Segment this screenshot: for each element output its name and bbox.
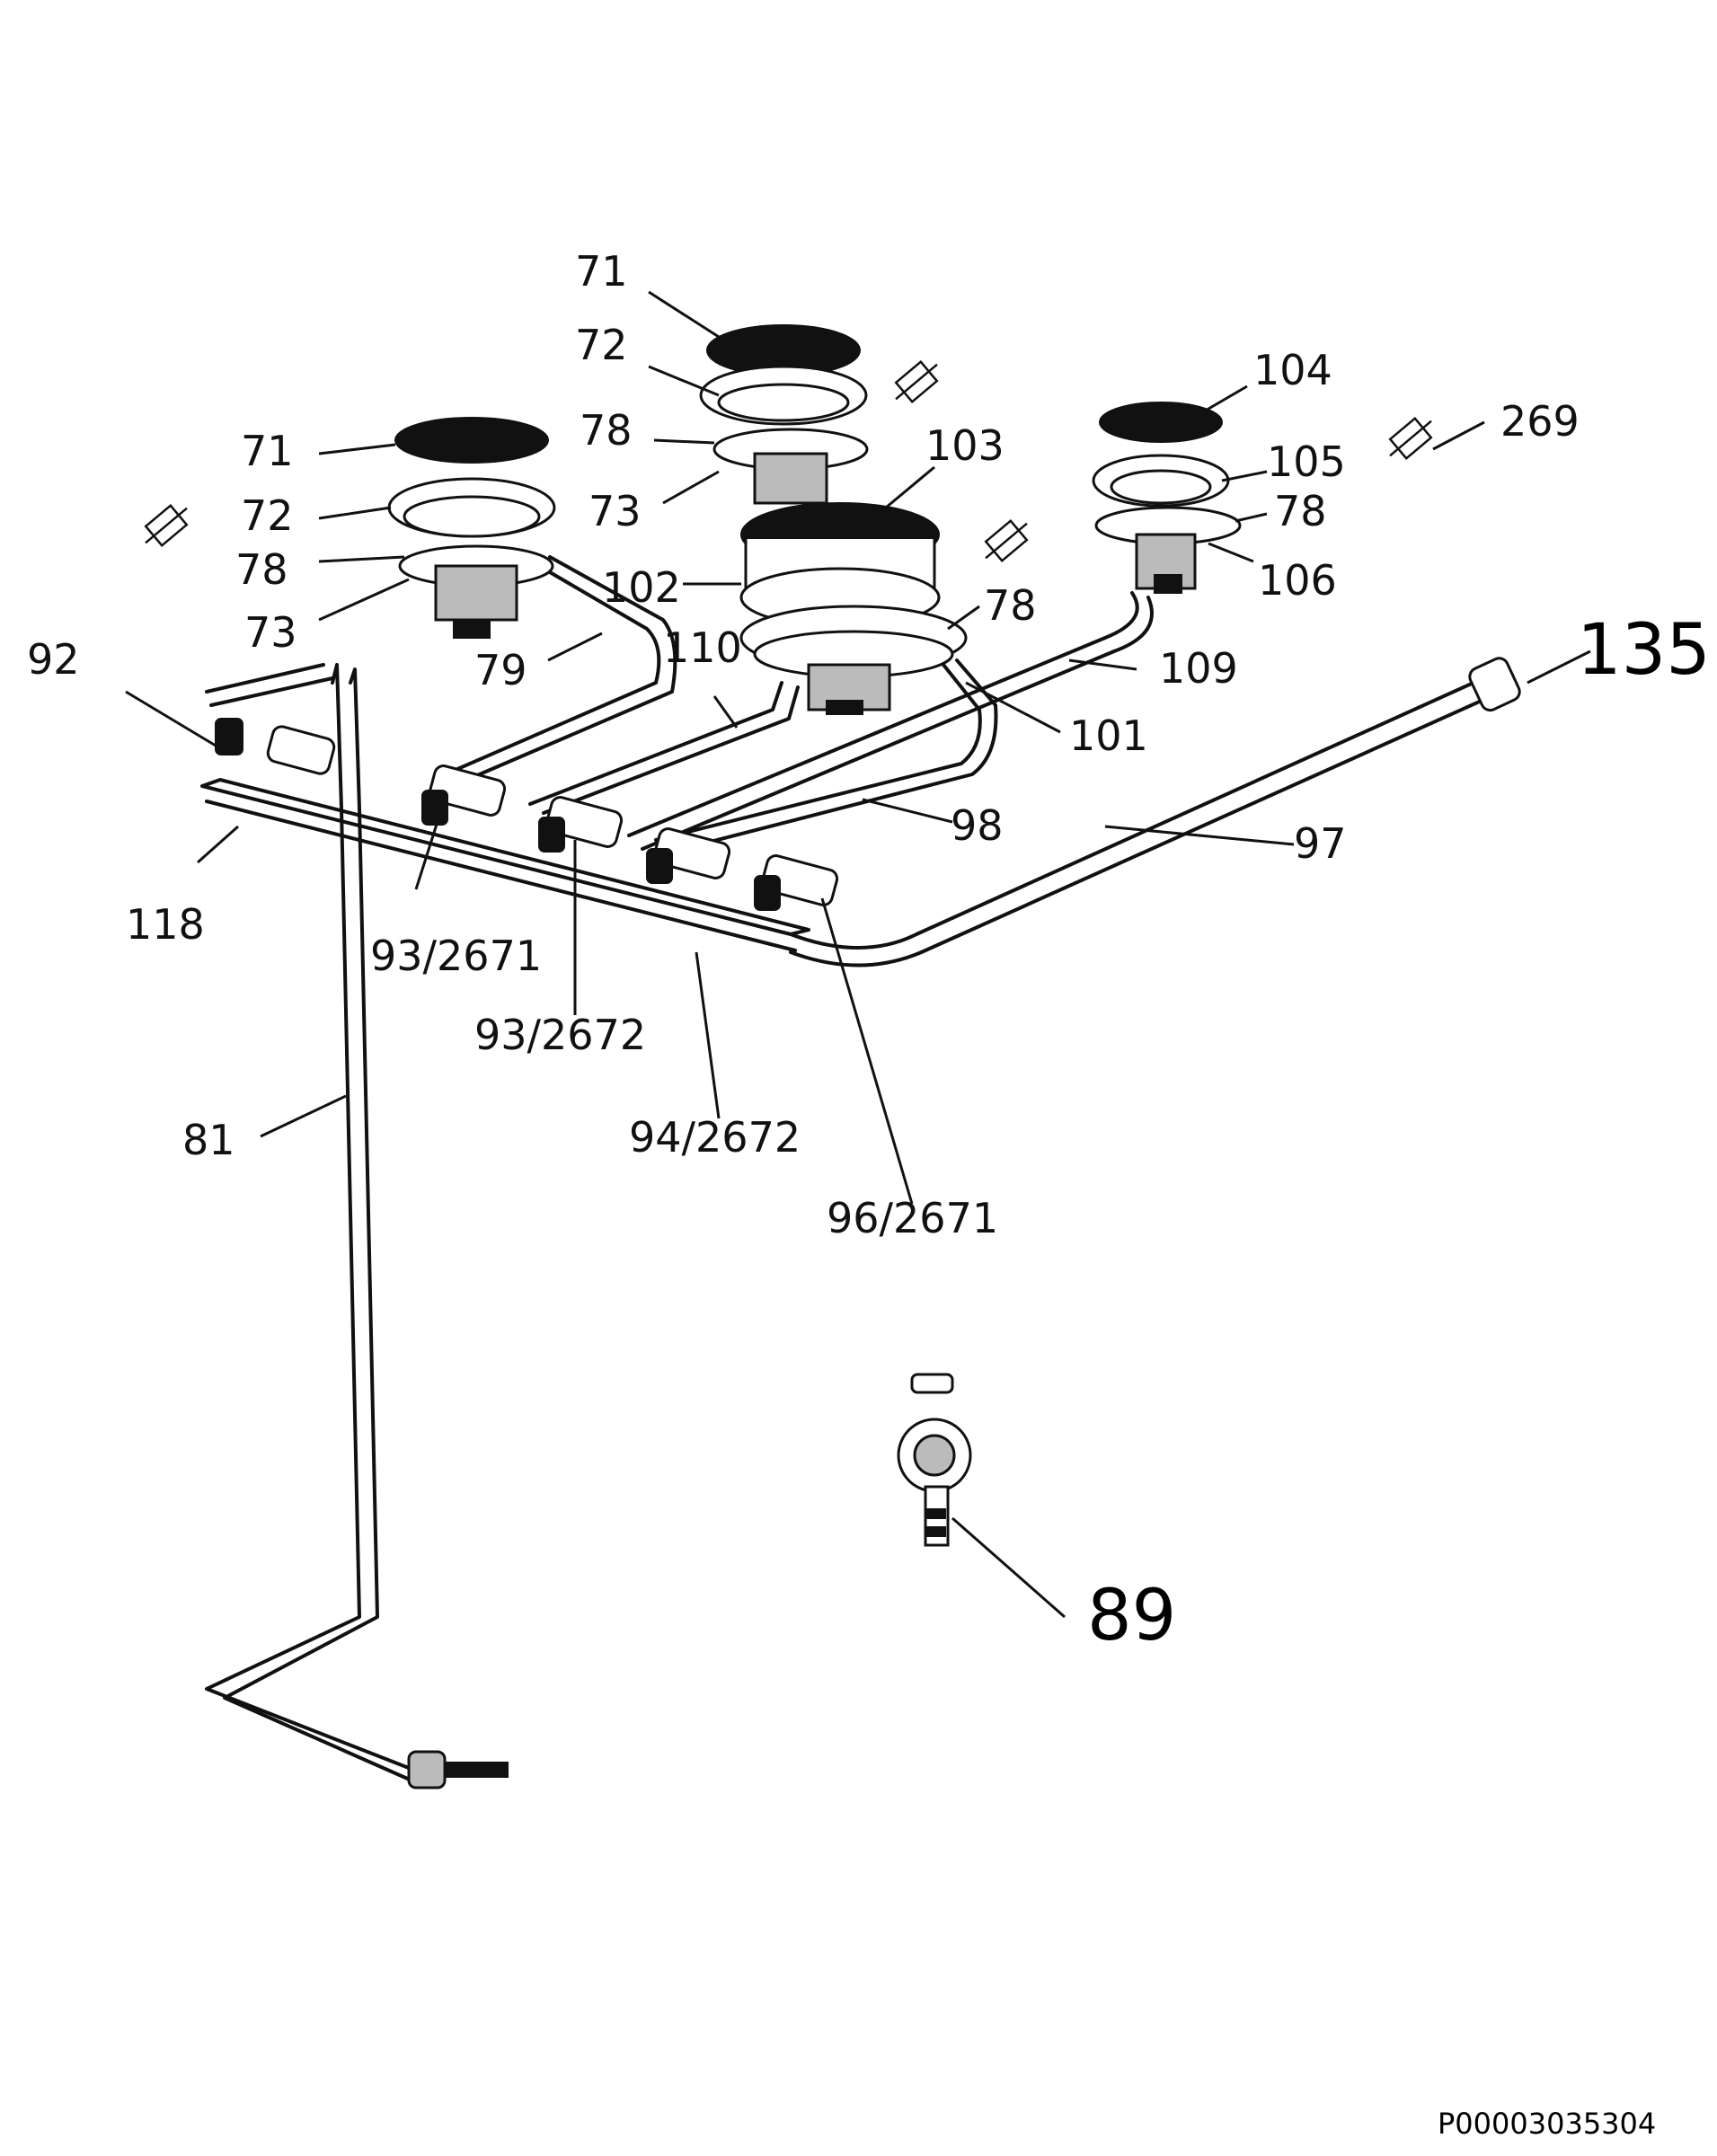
label-109: 109 [1159,644,1238,693]
gas-symbol-icon [144,503,189,548]
burner-cap-104 [1099,402,1223,443]
label-71-top: 71 [575,247,628,296]
callout-labels: 71 72 78 73 103 104 269 71 72 78 73 105 … [27,247,1711,1657]
label-72-left: 72 [241,491,294,540]
pipe-connector-135 [1468,657,1521,712]
burner-large-centre [739,502,968,715]
burner-base-73 [434,564,518,622]
burner-left [387,417,556,639]
drawing-code: P00003035304 [1438,2107,1656,2141]
label-73-top: 73 [589,487,642,535]
label-97: 97 [1294,819,1347,868]
label-118: 118 [126,900,205,949]
burner-right [1092,402,1242,594]
label-78-left: 78 [235,545,288,594]
label-93-2672: 93/2672 [474,1011,646,1059]
gas-valves [215,718,839,911]
burner-top-middle [699,324,869,505]
label-110: 110 [663,623,742,672]
label-101: 101 [1069,711,1148,760]
label-72-top: 72 [575,321,628,369]
label-78-top: 78 [580,406,633,455]
label-96-2671: 96/2671 [827,1194,998,1242]
label-71-left: 71 [241,427,294,475]
label-93-2671: 93/2671 [370,932,542,980]
label-73-left: 73 [244,608,297,657]
gas-symbol-icon [984,518,1029,563]
label-78-centre: 78 [984,581,1037,630]
label-103: 103 [925,421,1005,470]
label-102: 102 [602,563,681,612]
label-89: 89 [1087,1576,1176,1657]
leader-lines [125,290,1591,1619]
label-94-2672: 94/2672 [629,1113,801,1162]
gas-pipework [200,555,1521,1789]
pipe-end-fitting [407,1750,447,1789]
label-78-right: 78 [1274,487,1327,535]
label-106: 106 [1258,556,1337,605]
part-89-injector [897,1373,972,1547]
label-98: 98 [951,801,1004,850]
burner-base-73 [753,452,828,505]
gas-type-symbols [144,359,1433,563]
gas-symbol-icon [1388,416,1433,461]
pipe-end-nozzle [444,1762,509,1778]
label-81: 81 [182,1116,235,1164]
label-92: 92 [27,635,80,684]
label-269: 269 [1500,397,1580,446]
label-105: 105 [1267,437,1346,486]
gas-symbol-icon [894,359,939,404]
burner-cap-71 [394,417,549,464]
label-135: 135 [1577,610,1711,691]
label-79: 79 [474,646,527,694]
label-104: 104 [1253,346,1332,394]
